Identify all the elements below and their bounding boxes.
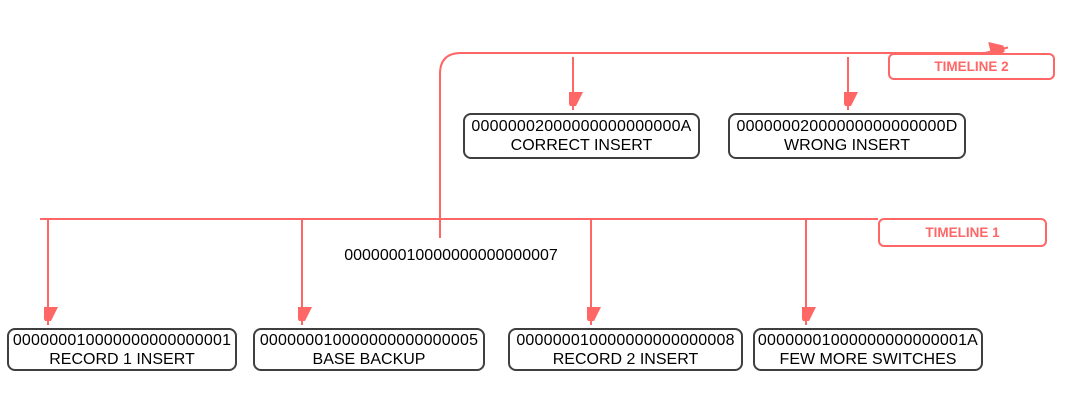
node-correct-insert: 00000002000000000000000A CORRECT INSERT [463,113,700,159]
timeline2-branch-line [439,48,1009,238]
node-wrong-insert: 00000002000000000000000D WRONG INSERT [728,113,966,159]
lsn-text: 000000010000000000000001 [12,331,232,349]
lsn-text: 000000010000000000000005 [259,331,479,349]
node-caption: FEW MORE SWITCHES [779,350,957,368]
timeline-1-label: TIMELINE 1 [878,218,1047,247]
node-few-more-switches: 00000001000000000000001A FEW MORE SWITCH… [753,328,983,371]
node-caption: WRONG INSERT [784,137,910,154]
node-record-2-insert: 000000010000000000000008 RECORD 2 INSERT [508,328,743,371]
node-record-1-insert: 000000010000000000000001 RECORD 1 INSERT [7,328,237,371]
node-caption: CORRECT INSERT [510,137,653,154]
lsn-text: 00000002000000000000000A [471,118,692,135]
lsn-text: 00000001000000000000001A [757,331,979,349]
node-caption: BASE BACKUP [312,350,426,368]
node-base-backup: 000000010000000000000005 BASE BACKUP [253,328,485,371]
lsn-text: 00000002000000000000000D [736,118,958,135]
node-caption: RECORD 1 INSERT [49,350,195,368]
timeline-2-label: TIMELINE 2 [888,53,1055,80]
node-caption: RECORD 2 INSERT [552,350,699,368]
branch-point-label: 000000010000000000000007 [344,247,558,264]
lsn-text: 000000010000000000000008 [516,331,735,349]
